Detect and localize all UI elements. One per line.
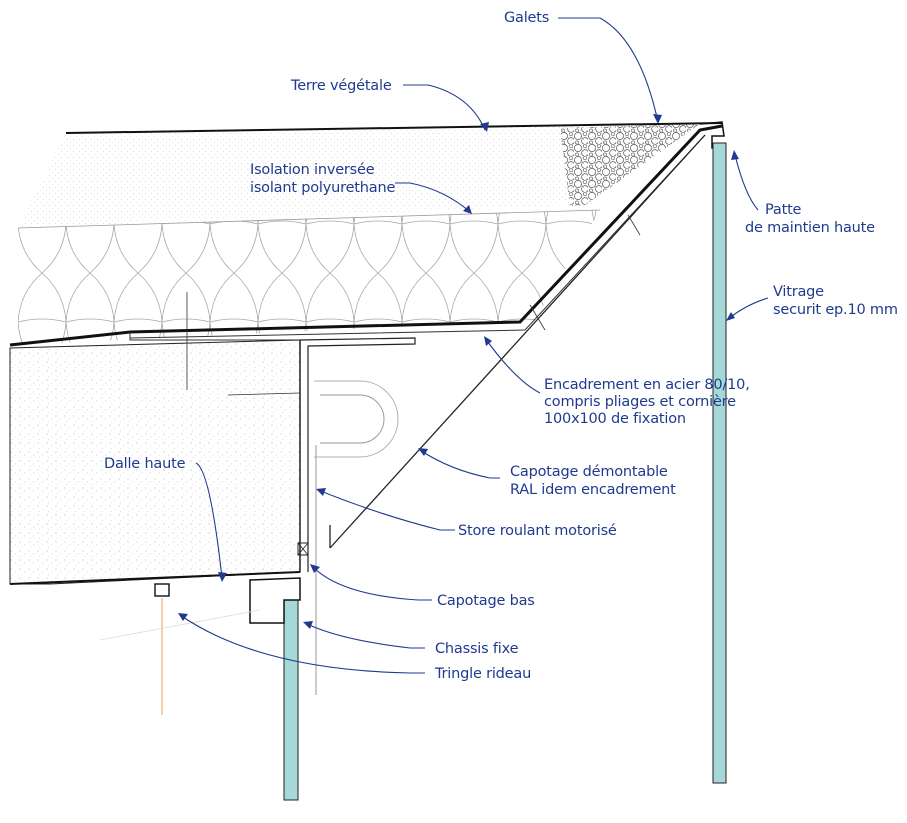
curtain-rail bbox=[154, 583, 170, 597]
label-vitrage-1: Vitrage bbox=[773, 284, 824, 300]
label-capotage-bas: Capotage bas bbox=[437, 593, 535, 609]
label-encadrement-2: compris pliages et cornière bbox=[544, 394, 736, 410]
label-dalle-haute: Dalle haute bbox=[104, 456, 186, 472]
label-encadrement-3: 100x100 de fixation bbox=[544, 411, 686, 427]
leader-patte bbox=[734, 154, 759, 211]
leader-capotage-bas bbox=[311, 565, 432, 601]
soil-top-line bbox=[65, 122, 723, 134]
leader-chassis bbox=[304, 622, 425, 649]
label-chassis-fixe: Chassis fixe bbox=[435, 641, 519, 657]
glass-pane-left bbox=[283, 599, 299, 801]
leader-encadrement bbox=[484, 337, 541, 394]
leader-store bbox=[317, 489, 455, 531]
corner-angle bbox=[299, 337, 416, 572]
label-store-roulant: Store roulant motorisé bbox=[458, 523, 617, 539]
pebble-layer bbox=[560, 124, 700, 206]
label-galets: Galets bbox=[504, 10, 549, 26]
leader-capotage bbox=[419, 449, 500, 479]
leader-dalle bbox=[195, 462, 223, 579]
roller-blind bbox=[320, 394, 385, 444]
label-capotage-demontable-1: Capotage démontable bbox=[510, 464, 668, 480]
label-terre-vegetale: Terre végétale bbox=[290, 78, 392, 94]
leader-tringle bbox=[179, 614, 425, 674]
label-tringle-rideau: Tringle rideau bbox=[434, 666, 531, 682]
label-vitrage-2: securit ep.10 mm bbox=[773, 302, 898, 318]
soil-layer bbox=[18, 123, 700, 228]
label-encadrement-1: Encadrement en acier 80/10, bbox=[544, 377, 750, 393]
leader-terre bbox=[403, 84, 486, 131]
removable-cover bbox=[329, 134, 706, 549]
leader-galets bbox=[558, 17, 659, 123]
steel-frame bbox=[9, 124, 723, 347]
label-patte-1: Patte bbox=[765, 202, 802, 218]
label-patte-2: de maintien haute bbox=[745, 220, 875, 236]
label-capotage-demontable-2: RAL idem encadrement bbox=[510, 482, 676, 498]
glass-pane-right bbox=[712, 142, 727, 784]
label-isolation-2: isolant polyurethane bbox=[250, 180, 395, 196]
leader-isolation bbox=[395, 182, 471, 213]
bottom-cover bbox=[249, 577, 301, 624]
label-isolation-1: Isolation inversée bbox=[250, 162, 375, 178]
